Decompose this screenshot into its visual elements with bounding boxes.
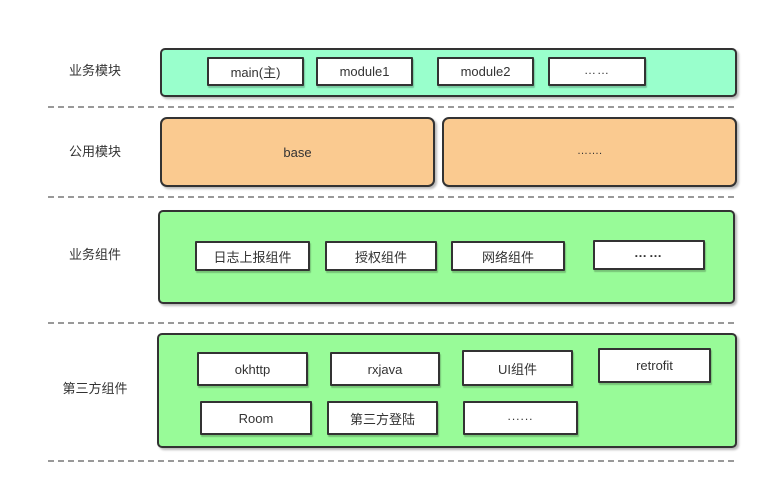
common-module-ellipsis-label: ……. <box>576 145 603 157</box>
module-box-main-label: main(主) <box>230 65 281 80</box>
component-box-log-report: 日志上报组件 <box>195 241 310 271</box>
thirdparty-box-ellipsis-label: ...... <box>507 409 534 423</box>
module-box-module1-label: module1 <box>339 64 390 79</box>
common-module-ellipsis: ……. <box>442 117 737 187</box>
thirdparty-box-ui: UI组件 <box>462 350 573 386</box>
module-box-ellipsis-label: …… <box>584 62 610 77</box>
module-box-ellipsis: …… <box>548 57 646 86</box>
component-box-network-label: 网络组件 <box>481 249 534 265</box>
component-box-log-report-label: 日志上报组件 <box>213 249 292 265</box>
module-box-main: main(主) <box>207 57 304 86</box>
dashed-divider-1 <box>48 106 738 108</box>
component-box-ellipsis-label: …… <box>634 244 664 260</box>
thirdparty-box-retrofit-label: retrofit <box>636 358 673 373</box>
common-module-base: base <box>160 117 435 187</box>
thirdparty-box-rxjava-label: rxjava <box>367 361 403 377</box>
thirdparty-box-login: 第三方登陆 <box>327 401 438 435</box>
thirdparty-box-retrofit: retrofit <box>598 348 711 383</box>
module-box-module1: module1 <box>316 57 413 86</box>
component-box-ellipsis: …… <box>593 240 705 270</box>
thirdparty-box-room-label: Room <box>238 410 274 426</box>
dashed-divider-3 <box>48 322 738 324</box>
component-box-network: 网络组件 <box>451 241 565 271</box>
module-box-module2: module2 <box>437 57 534 86</box>
thirdparty-box-ui-label: UI组件 <box>497 361 537 377</box>
module-box-module2-label: module2 <box>460 64 511 79</box>
layer-label-business-components: 业务组件 <box>68 247 121 262</box>
thirdparty-box-okhttp: okhttp <box>197 352 308 386</box>
thirdparty-box-room: Room <box>200 401 312 435</box>
component-box-auth: 授权组件 <box>325 241 437 271</box>
common-module-base-label: base <box>283 144 312 160</box>
thirdparty-box-rxjava: rxjava <box>330 352 440 386</box>
component-box-auth-label: 授权组件 <box>354 249 407 265</box>
thirdparty-box-ellipsis: ...... <box>463 401 578 435</box>
layer-label-common-modules: 公用模块 <box>68 144 121 159</box>
layer-label-business-modules: 业务模块 <box>68 63 121 78</box>
thirdparty-box-okhttp-label: okhttp <box>234 361 271 377</box>
dashed-divider-4 <box>48 460 738 462</box>
dashed-divider-2 <box>48 196 738 198</box>
thirdparty-box-login-label: 第三方登陆 <box>349 411 415 427</box>
layer-label-third-party: 第三方组件 <box>62 381 128 396</box>
